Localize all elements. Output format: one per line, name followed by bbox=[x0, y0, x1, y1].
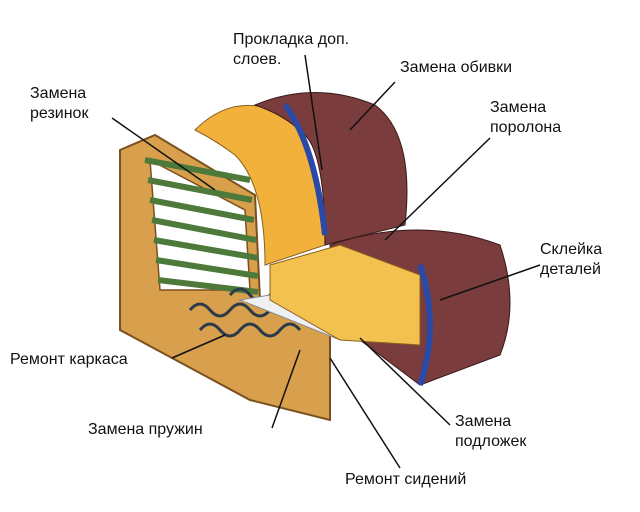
label-line: слоев. bbox=[233, 51, 282, 68]
label-line: резинок bbox=[30, 105, 89, 122]
label-line: Склейка bbox=[540, 241, 603, 258]
label-underlays: Замена подложек bbox=[455, 412, 526, 452]
label-line: Замена bbox=[30, 85, 87, 102]
rubber-bands bbox=[144, 157, 259, 295]
seat-band bbox=[417, 264, 433, 386]
label-line: Замена bbox=[455, 413, 512, 430]
label-gluing: Склейка деталей bbox=[540, 240, 602, 280]
seat-foam bbox=[269, 244, 421, 346]
label-line: поролона bbox=[490, 119, 562, 136]
label-seats: Ремонт сидений bbox=[345, 471, 467, 488]
label-line: подложек bbox=[455, 433, 527, 450]
label-rubber-bands: Замена резинок bbox=[30, 84, 88, 124]
label-line: деталей bbox=[540, 261, 601, 278]
label-padding-layers: Прокладка доп. слоев. bbox=[233, 30, 349, 70]
label-frame: Ремонт каркаса bbox=[10, 351, 128, 368]
label-foam: Замена поролона bbox=[490, 98, 561, 138]
label-line: Прокладка доп. bbox=[233, 31, 350, 48]
label-line: Замена bbox=[490, 99, 547, 116]
label-upholstery: Замена обивки bbox=[400, 59, 513, 76]
label-springs: Замена пружин bbox=[88, 421, 203, 438]
leader-lines bbox=[111, 54, 541, 469]
back-band bbox=[282, 103, 328, 236]
